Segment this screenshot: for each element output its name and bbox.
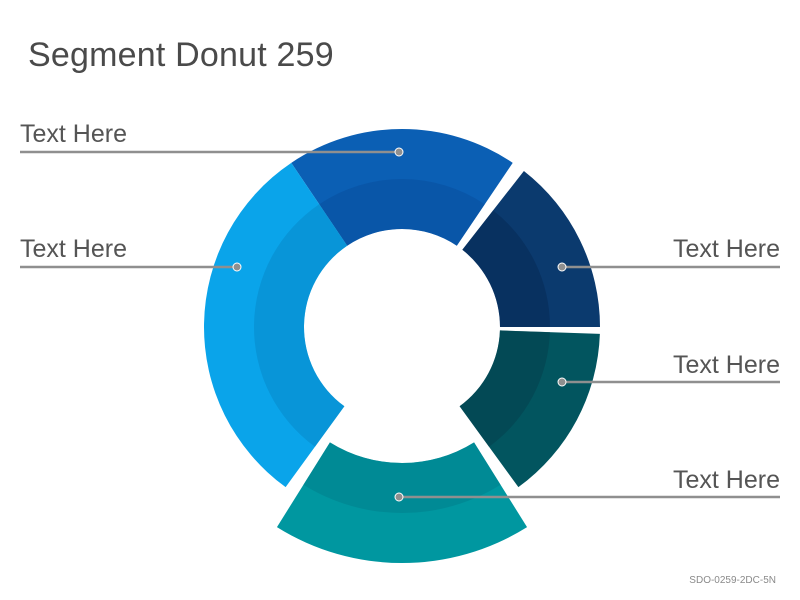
connector-top-dot: [394, 147, 404, 157]
page-title: Segment Donut 259: [28, 36, 334, 74]
label-lower-right: Text Here: [673, 351, 780, 379]
diagram-code: SDO-0259-2DC-5N: [689, 575, 776, 586]
connector-left-dot: [232, 262, 242, 272]
label-bottom-right: Text Here: [673, 466, 780, 494]
segment-top-inner-band: [319, 179, 485, 246]
connector-lower-right-dot: [557, 377, 567, 387]
label-top-left: Text Here: [20, 120, 127, 148]
segment-lower-right-inner-band: [459, 330, 550, 447]
label-mid-left: Text Here: [20, 235, 127, 263]
segment-bottom-inner-band: [303, 442, 501, 513]
segment-left-inner-band: [253, 204, 348, 447]
connector-upper-right-dot: [557, 262, 567, 272]
connector-bottom-dot: [394, 492, 404, 502]
label-upper-right: Text Here: [673, 235, 780, 263]
segment-upper-right-inner-band: [462, 210, 550, 327]
